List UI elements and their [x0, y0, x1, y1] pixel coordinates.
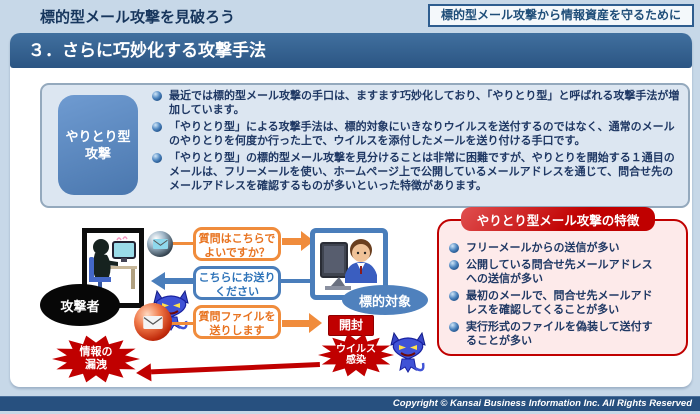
bubble-question-2: 質問ファイルを 送りします	[193, 305, 281, 339]
connector-line	[172, 242, 194, 245]
information-leak-burst: 情報の漏洩	[52, 335, 140, 383]
connector-line	[280, 279, 313, 283]
feature-item-4: 実行形式のファイルを偽装して送付することが多い	[449, 320, 659, 348]
page-title: 標的型メール攻撃を見破ろう	[40, 9, 236, 26]
target-person-icon	[320, 239, 377, 290]
footer-copyright: Copyright © Kansai Business Information …	[0, 396, 700, 411]
keyword-line1: やりとり型	[65, 129, 131, 144]
mail-blue-icon	[147, 231, 173, 257]
summary-bullet-2: 「やりとり型」による攻撃手法は、標的対象にいきなりウイルスを送付するのではなく、…	[152, 120, 680, 148]
attacker-icon	[89, 236, 137, 293]
features-title: やりとり型メール攻撃の特徴	[461, 207, 655, 231]
features-list: フリーメールからの送信が多い 公開している問合せ先メールアドレスへの送信が多い …	[449, 241, 659, 351]
virus-infection-burst: ウイルス感染	[318, 333, 394, 377]
bullet-sphere-icon	[449, 260, 459, 270]
section-title-bar: ３．さらに巧妙化する攻撃手法	[10, 33, 692, 68]
bullet-sphere-icon	[152, 153, 162, 163]
bubble-question-1: 質問はこちらで よいですか？	[193, 227, 281, 261]
bubble-reply: こちらにお送り ください	[193, 266, 281, 300]
keyword-line2: 攻撃	[84, 146, 111, 161]
target-label: 標的対象	[342, 285, 428, 315]
open-mail-badge: 開封	[328, 315, 374, 336]
bullet-sphere-icon	[449, 322, 459, 332]
feature-item-1: フリーメールからの送信が多い	[449, 241, 659, 255]
feature-item-3: 最初のメールで、問合せ先メールアドレスを確認してくることが多い	[449, 289, 659, 317]
feature-item-2: 公開している問合せ先メールアドレスへの送信が多い	[449, 258, 659, 286]
bullet-sphere-icon	[152, 122, 162, 132]
summary-bullets: 最近では標的型メール攻撃の手口は、ますます巧妙化しており、「やりとり型」と呼ばれ…	[152, 89, 680, 196]
summary-bullet-3: 「やりとり型」の標的型メール攻撃を見分けることは非常に困難ですが、やりとりを開始…	[152, 151, 680, 193]
summary-box	[40, 83, 690, 208]
attacker-label: 攻撃者	[40, 284, 120, 326]
bullet-sphere-icon	[152, 91, 162, 101]
arrow-left-icon	[151, 272, 195, 290]
features-box	[437, 219, 688, 356]
connector-line	[170, 322, 194, 325]
section-title: ３．さらに巧妙化する攻撃手法	[28, 41, 266, 60]
keyword-box: やりとり型 攻撃	[58, 95, 138, 195]
virus-devil-icon	[389, 332, 427, 374]
bullet-sphere-icon	[449, 243, 459, 253]
mail-red-icon	[134, 303, 172, 341]
bullet-sphere-icon	[449, 291, 459, 301]
summary-bullet-1: 最近では標的型メール攻撃の手口は、ますます巧妙化しており、「やりとり型」と呼ばれ…	[152, 89, 680, 117]
arrow-right-icon	[282, 313, 322, 333]
header-badge: 標的型メール攻撃から情報資産を守るために	[428, 4, 694, 27]
